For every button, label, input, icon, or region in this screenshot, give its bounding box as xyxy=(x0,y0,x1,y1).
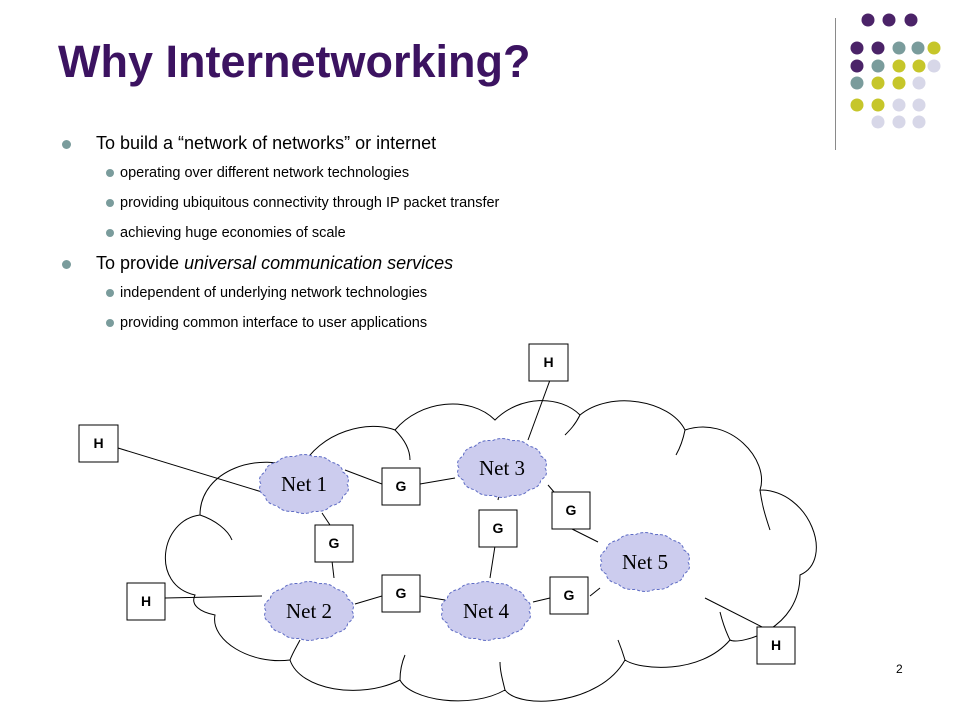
decorative-dot xyxy=(871,41,885,55)
decorative-dot xyxy=(912,115,926,129)
network-cloud-shape xyxy=(600,532,690,592)
gateway-node: G xyxy=(381,467,421,506)
network-cloud-shape xyxy=(264,581,354,641)
bullet-dot xyxy=(62,260,71,269)
network-cloud-shape xyxy=(441,581,531,641)
cloud-contour xyxy=(759,489,771,531)
host-node: H xyxy=(78,424,119,463)
bullet-text: providing ubiquitous connectivity throug… xyxy=(120,195,500,211)
cloud-contour xyxy=(199,514,233,541)
decorative-dot xyxy=(892,98,906,112)
decorative-dot xyxy=(850,59,864,73)
bullet-dot xyxy=(106,229,114,237)
network-label: Net 5 xyxy=(622,550,668,574)
decorative-dot xyxy=(850,41,864,55)
decorative-dot-grid xyxy=(850,13,941,129)
network-cloud: Net 5 xyxy=(600,532,690,592)
cloud-contour xyxy=(617,639,626,661)
subbullet-technologies: operating over different network technol… xyxy=(60,162,820,192)
decorative-dot xyxy=(850,98,864,112)
host-node: H xyxy=(756,626,796,665)
decorative-dot xyxy=(892,41,906,55)
decorative-dot xyxy=(871,98,885,112)
decorative-dot xyxy=(911,41,925,55)
header-divider xyxy=(835,18,836,150)
bullet-dot xyxy=(106,199,114,207)
host-label: H xyxy=(93,435,103,451)
network-cloud-shape xyxy=(259,454,349,514)
network-cloud-shape xyxy=(457,438,547,498)
decorative-dot xyxy=(912,59,926,73)
subbullet-independent: independent of underlying network techno… xyxy=(60,282,820,312)
decorative-dot xyxy=(927,59,941,73)
network-label: Net 2 xyxy=(286,599,332,623)
cloud-contour xyxy=(564,414,581,436)
gateway-label: G xyxy=(564,587,575,603)
host-label: H xyxy=(543,354,553,370)
bullet-dot xyxy=(62,140,71,149)
network-label: Net 4 xyxy=(463,599,510,623)
host-label: H xyxy=(141,593,151,609)
decorative-dot xyxy=(882,13,896,27)
decorative-dot xyxy=(892,59,906,73)
gateway-label: G xyxy=(396,585,407,601)
cloud-contour xyxy=(399,654,406,681)
bullet-emphasis: universal communication services xyxy=(184,253,454,273)
gateway-label: G xyxy=(329,535,340,551)
decorative-dot xyxy=(850,76,864,90)
gateway-label: G xyxy=(493,520,504,536)
cloud-contour xyxy=(675,429,686,456)
cloud-contour xyxy=(394,429,411,461)
bullet-text: independent of underlying network techno… xyxy=(120,285,428,301)
decorative-dot xyxy=(871,59,885,73)
decorative-dot xyxy=(892,76,906,90)
gateway-label: G xyxy=(396,478,407,494)
gateway-node: G xyxy=(478,509,518,548)
gateway-label: G xyxy=(566,502,577,518)
gateway-node: G xyxy=(551,491,591,530)
bullet-list: To build a “network of networks” or inte… xyxy=(60,132,820,342)
subbullet-connectivity: providing ubiquitous connectivity throug… xyxy=(60,192,820,222)
cloud-contour xyxy=(289,639,301,661)
cloud-contour xyxy=(719,611,731,641)
decorative-dot xyxy=(871,76,885,90)
bullet-text: achieving huge economies of scale xyxy=(120,225,346,241)
gateway-node: G xyxy=(381,574,421,613)
bullet-dot xyxy=(106,289,114,297)
bullet-build-network: To build a “network of networks” or inte… xyxy=(60,132,820,162)
network-label: Net 1 xyxy=(281,472,327,496)
bullet-text: To build a “network of networks” or inte… xyxy=(96,133,437,153)
bullet-dot xyxy=(106,169,114,177)
decorative-dot xyxy=(904,13,918,27)
gateway-node: G xyxy=(549,576,589,615)
bullet-universal-services: To provide universal communication servi… xyxy=(60,252,820,282)
decorative-dot xyxy=(861,13,875,27)
network-label: Net 3 xyxy=(479,456,525,480)
bullet-text: operating over different network technol… xyxy=(120,165,410,181)
bullet-dot xyxy=(106,319,114,327)
subbullet-economies: achieving huge economies of scale xyxy=(60,222,820,252)
host-node: H xyxy=(528,343,569,382)
link-lines xyxy=(117,379,769,631)
network-cloud: Net 4 xyxy=(441,581,531,641)
cloud-contour xyxy=(499,661,506,691)
network-cloud: Net 3 xyxy=(457,438,547,498)
decorative-dot xyxy=(912,76,926,90)
bullet-text: providing common interface to user appli… xyxy=(120,315,428,331)
decorative-dot xyxy=(912,98,926,112)
decorative-dot xyxy=(927,41,941,55)
host-label: H xyxy=(771,637,781,653)
decorative-dot xyxy=(892,115,906,129)
slide-title: Why Internetworking? xyxy=(58,36,531,87)
network-cloud: Net 2 xyxy=(264,581,354,641)
network-cloud: Net 1 xyxy=(259,454,349,514)
page-number: 2 xyxy=(896,662,903,676)
gateway-node: G xyxy=(314,524,354,563)
decorative-dot xyxy=(871,115,885,129)
host-node: H xyxy=(126,582,166,621)
subbullet-common-interface: providing common interface to user appli… xyxy=(60,312,820,342)
bullet-text: To provide xyxy=(96,253,185,273)
